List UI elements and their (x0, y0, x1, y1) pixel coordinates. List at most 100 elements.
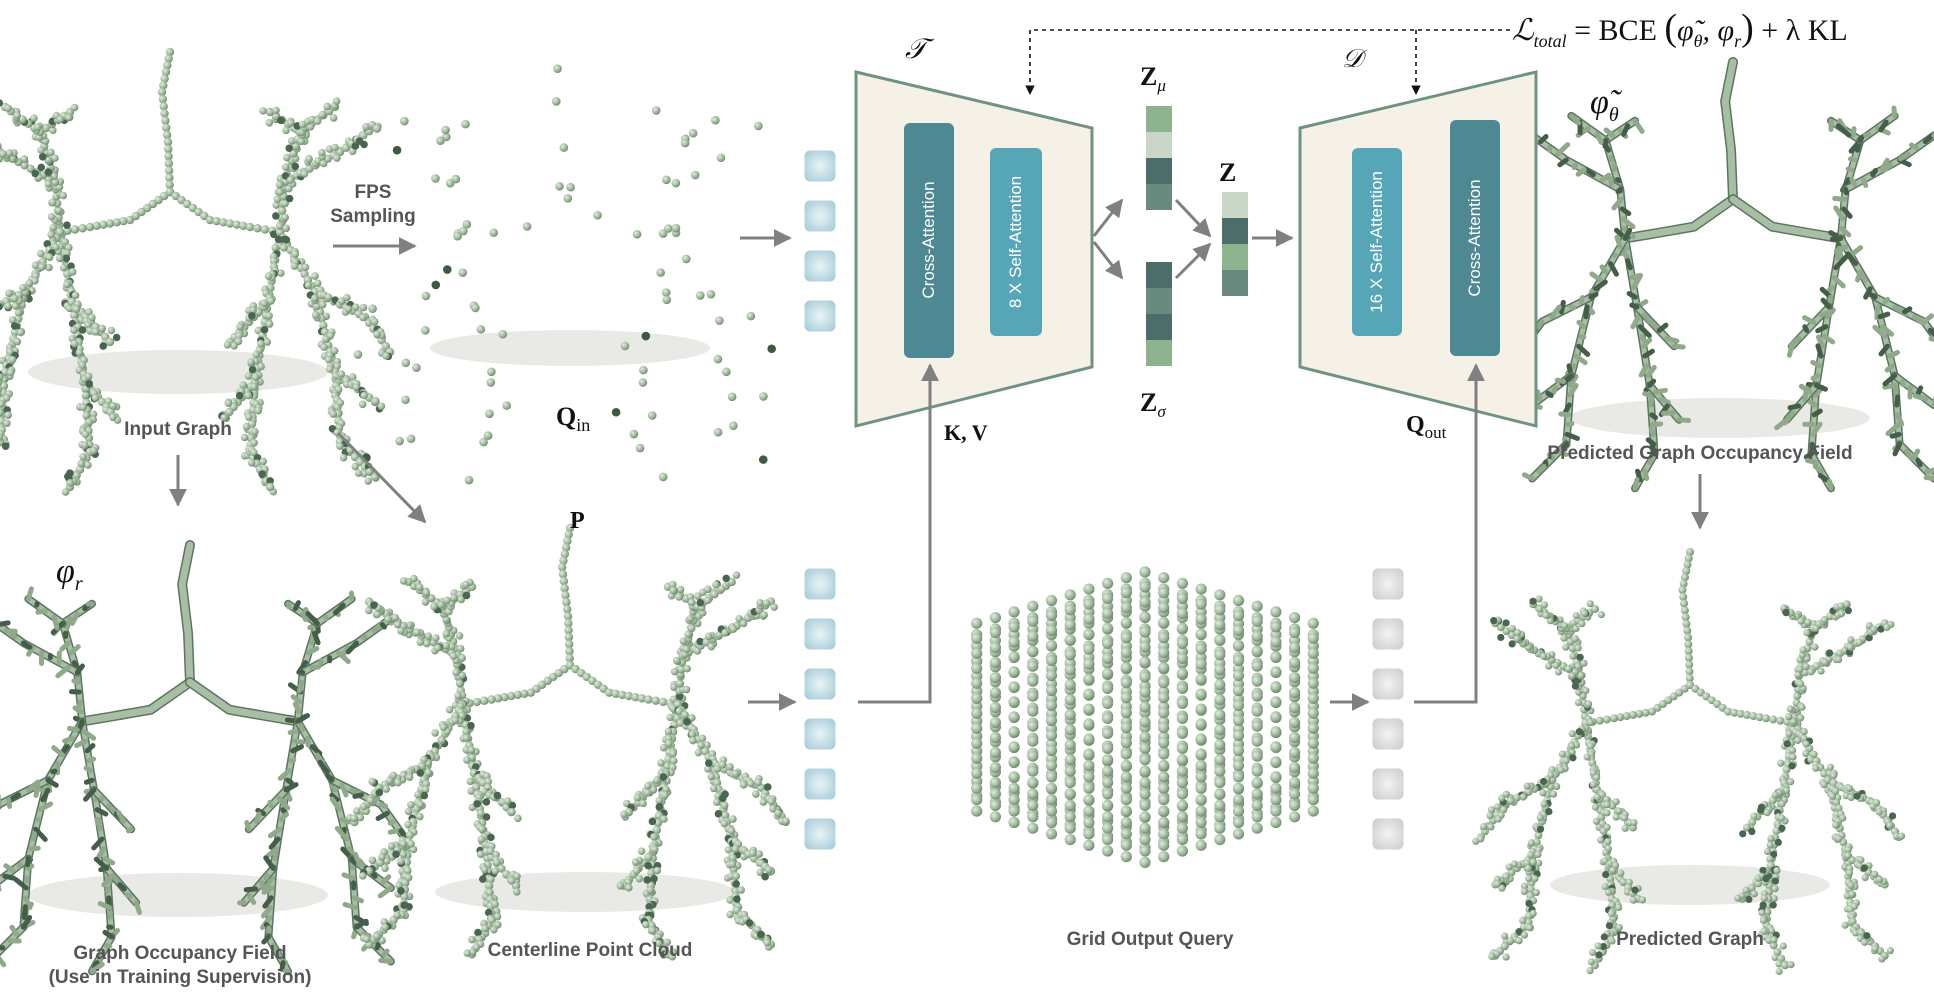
sampled-point-38 (498, 329, 508, 339)
graph-node-15 (164, 152, 173, 161)
graph-node-320 (1539, 789, 1547, 797)
sampled-point-57 (680, 138, 690, 148)
graph-node-736 (263, 338, 272, 346)
graph-node-143 (1508, 624, 1516, 633)
graph-node-131 (397, 627, 405, 635)
graph-node-473 (352, 807, 361, 815)
airway-twig (1638, 363, 1650, 378)
graph-node-865 (737, 886, 745, 894)
graph-node-422 (491, 867, 500, 875)
airway-twig (1576, 343, 1591, 357)
grid-query-point-645 (1307, 767, 1319, 779)
graph-node-649 (676, 585, 685, 594)
airway-twig (1887, 349, 1901, 359)
grid-query-point-352 (1045, 699, 1058, 712)
airway-twig (125, 826, 134, 834)
airway-branch-0 (1721, 58, 1737, 203)
graph-node-565 (273, 195, 282, 204)
graph-node-545 (463, 949, 472, 957)
airway-twig (26, 645, 35, 657)
grid-query-point-218 (989, 702, 1002, 714)
graph-node-893 (639, 799, 647, 808)
graph-node-868 (1763, 809, 1771, 817)
grid-query-point-224 (989, 747, 1002, 759)
graph-node-775 (1802, 740, 1810, 748)
airway-twig (3, 628, 18, 634)
grid-query-point-340 (1045, 609, 1058, 622)
graph-node-781 (1810, 750, 1818, 758)
graph-node-286 (1586, 718, 1595, 727)
airway-twig (1847, 156, 1858, 163)
graph-node-679 (1783, 740, 1791, 748)
grid-query-point-449 (1102, 754, 1114, 766)
shadow-layer (28, 330, 1870, 917)
airway-twig (1815, 343, 1824, 359)
airway-twig (1619, 206, 1632, 217)
graph-node-707 (264, 272, 273, 280)
graph-node-6 (1678, 586, 1687, 594)
graph-node-368 (0, 391, 2, 398)
airway-twig (1671, 343, 1686, 350)
grid-query-point-533 (1270, 782, 1282, 794)
graph-node-878 (659, 773, 668, 781)
grid-query-point-231 (1045, 794, 1058, 806)
graph-node-34 (1610, 714, 1618, 723)
airway-twig (16, 861, 23, 869)
graph-node-346 (404, 820, 412, 829)
graph-node-11 (562, 598, 571, 607)
graph-node-724 (655, 803, 664, 811)
grid-query-point-317 (1045, 771, 1058, 783)
graph-node-110 (1568, 672, 1576, 680)
grid-query-point-440 (1083, 688, 1095, 700)
airway-twig (263, 872, 270, 881)
graph-node-73 (452, 668, 460, 677)
graph-node-292 (1575, 728, 1583, 736)
graph-node-412 (112, 333, 121, 342)
grid-query-point-314 (1027, 750, 1039, 762)
graph-node-394 (1615, 807, 1623, 815)
graph-node-1024 (364, 477, 372, 485)
input-graph-shadow (28, 350, 328, 394)
graph-node-811 (304, 281, 313, 290)
sampled-point-2 (559, 143, 569, 152)
graph-node-676 (722, 574, 731, 583)
graph-node-34 (487, 695, 496, 704)
grid-query-point-655 (1307, 782, 1319, 794)
grid-query-point-648 (1176, 742, 1188, 755)
airway-twig (1882, 296, 1891, 305)
graph-node-971 (731, 845, 740, 853)
airway-twig (1850, 126, 1857, 138)
grid-query-point-392 (1064, 664, 1076, 676)
graph-node-33 (92, 221, 101, 231)
graph-node-955 (359, 303, 368, 312)
graph-node-185 (415, 583, 424, 591)
graph-node-233 (1603, 809, 1611, 817)
grid-query-point-457 (1251, 799, 1263, 812)
graph-node-263 (480, 865, 489, 874)
encoder-block (854, 70, 1094, 428)
grid-query-point-488 (1102, 712, 1114, 725)
arrow-q-out (1414, 363, 1485, 704)
grid-query-point-556 (1139, 596, 1151, 608)
airway-twig (387, 819, 396, 826)
grid-query-point-166 (971, 647, 983, 659)
graph-node-688 (1777, 759, 1785, 767)
graph-node-751 (653, 866, 662, 875)
airway-twig (1559, 299, 1566, 315)
grid-query-point-610 (1214, 694, 1226, 706)
airway-twig (285, 601, 292, 610)
graph-node-71 (49, 198, 57, 207)
graph-node-362 (1520, 882, 1529, 890)
grid-query-point-327 (1232, 828, 1245, 840)
graph-node-440 (19, 283, 27, 292)
graph-node-941 (1886, 821, 1894, 830)
graph-node-685 (666, 713, 674, 722)
sampled-point-84 (713, 427, 723, 437)
grid-query-point-388 (1064, 634, 1076, 646)
graph-node-422 (1638, 896, 1647, 904)
graph-node-431 (1540, 777, 1548, 786)
graph-node-144 (1496, 623, 1505, 632)
q-in-symbol: Q (556, 402, 577, 431)
graph-node-1010 (339, 453, 348, 462)
graph-node-188 (1529, 597, 1537, 605)
